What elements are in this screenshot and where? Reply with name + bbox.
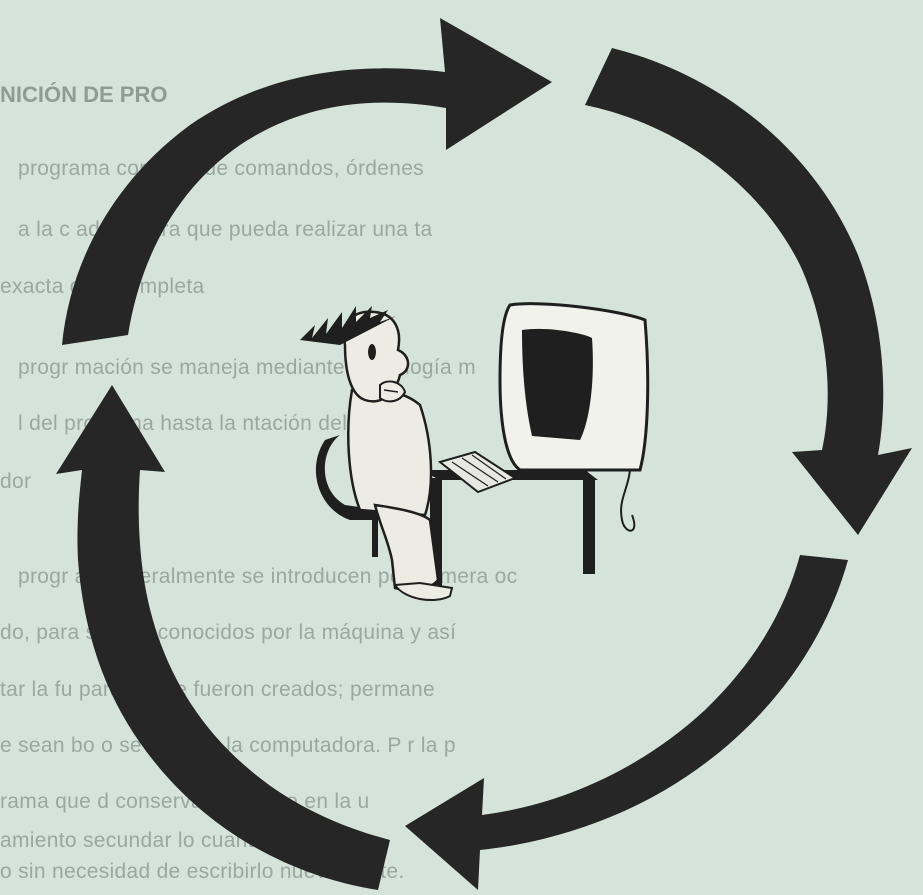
arrow-top-icon — [62, 18, 552, 345]
man-eye — [368, 344, 376, 360]
chair-leg — [372, 512, 378, 557]
desk-leg-right — [583, 478, 595, 574]
arrow-bottom-icon — [405, 555, 848, 890]
man-at-computer-illustration — [300, 304, 648, 600]
monitor-cable — [621, 470, 634, 531]
man-body — [348, 388, 431, 515]
cycle-arrows — [56, 18, 912, 890]
keyboard-icon — [440, 452, 515, 492]
monitor-screen — [522, 329, 593, 440]
man-legs — [375, 505, 438, 590]
arrow-left-icon — [56, 385, 390, 890]
